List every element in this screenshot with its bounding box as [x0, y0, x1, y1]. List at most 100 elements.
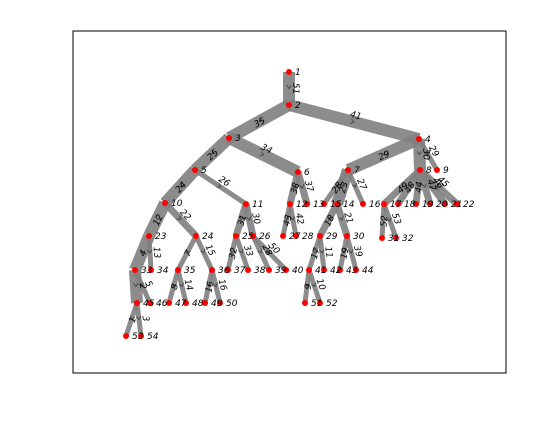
edge-label-6-13: 37: [302, 180, 315, 194]
node-label-24: 24: [202, 232, 214, 242]
edge-label-45-53: 1: [128, 316, 139, 325]
edge-label-33-46: 5: [142, 279, 154, 289]
edge-arrow-45-54: [135, 315, 142, 321]
edge-arrow-1-2: [286, 84, 292, 90]
edge-arrow-17-31: [380, 217, 386, 222]
edge-arrow-7-15: [335, 182, 340, 188]
node-label-32: 32: [402, 234, 414, 244]
node-29: [317, 233, 323, 239]
node-label-13: 13: [313, 200, 325, 210]
edge-arrow-5-10: [179, 182, 185, 188]
edge-arrow-11-26: [246, 216, 252, 221]
edge-arrow-29-41: [312, 249, 318, 254]
edge-label-7-16: 27: [354, 177, 368, 192]
edge-label-30-44: 39: [351, 245, 364, 259]
node-label-48: 48: [192, 299, 204, 309]
edge-arrow-29-42: [318, 249, 325, 254]
edge-arrow-12-27: [284, 216, 290, 221]
node-38: [245, 267, 251, 273]
node-42: [321, 267, 327, 273]
edge-label-45-54: 3: [140, 315, 151, 322]
edge-arrow-7-14: [340, 183, 346, 188]
node-label-23: 23: [155, 232, 167, 242]
node-12: [287, 201, 293, 207]
edge-arrow-8-20: [421, 183, 427, 188]
node-label-25: 25: [242, 232, 254, 242]
node-label-33: 33: [141, 266, 153, 276]
node-24: [193, 233, 199, 239]
edge-label-36-49: 16: [204, 280, 216, 294]
node-36: [209, 267, 215, 273]
node-9: [434, 167, 440, 173]
node-33: [132, 267, 138, 273]
edge-label-35-47: 8: [170, 283, 181, 291]
node-label-31: 31: [388, 234, 399, 244]
node-23: [146, 233, 152, 239]
node-label-43: 43: [346, 266, 358, 276]
edge-arrow-11-25: [239, 216, 245, 221]
node-3: [226, 135, 232, 141]
node-1: [286, 69, 292, 75]
edge-arrow-36-50: [212, 282, 218, 288]
edge-arrow-24-35: [186, 248, 191, 254]
node-label-44: 44: [362, 266, 374, 276]
edge-arrow-3-6: [259, 151, 265, 157]
edge-arrow-8-19: [415, 183, 422, 188]
node-52: [317, 300, 323, 306]
edge-arrow-36-49: [206, 282, 212, 288]
node-21: [442, 201, 448, 207]
node-53: [123, 333, 129, 339]
edge-arrow-26-40: [265, 248, 271, 254]
edge-arrow-4-7: [382, 150, 388, 156]
edge-arrow-6-13: [299, 184, 305, 189]
edge-arrow-5-11: [216, 183, 222, 188]
node-label-47: 47: [175, 299, 187, 309]
node-11: [243, 201, 249, 207]
edge-arrow-10-23: [155, 215, 161, 221]
edge-arrow-7-16: [351, 182, 357, 188]
node-label-39: 39: [275, 266, 287, 276]
node-label-1: 1: [295, 68, 301, 78]
edge-label-8-19: 44: [414, 181, 425, 194]
node-label-41: 41: [315, 266, 326, 276]
edge-label-23-34: 13: [151, 247, 162, 259]
edge-arrow-23-33: [140, 248, 146, 254]
node-label-15: 15: [330, 200, 342, 210]
node-32: [393, 235, 399, 241]
node-10: [162, 200, 168, 206]
node-51: [302, 300, 308, 306]
node-label-36: 36: [218, 266, 230, 276]
node-label-20: 20: [436, 200, 448, 210]
node-4: [416, 136, 422, 142]
node-label-9: 9: [443, 166, 449, 176]
edge-label-6-12: 38: [290, 181, 303, 195]
node-label-14: 14: [343, 200, 355, 210]
node-5: [192, 167, 198, 173]
edge-label-24-36: 15: [202, 243, 216, 258]
node-6: [295, 169, 301, 175]
node-19: [413, 201, 419, 207]
node-35: [175, 267, 181, 273]
edge-label-35-48: 14: [182, 278, 194, 292]
node-46: [147, 300, 153, 306]
edge-arrow-4-8: [416, 150, 423, 156]
node-label-46: 46: [156, 299, 168, 309]
node-28: [293, 233, 299, 239]
node-49: [202, 300, 208, 306]
node-16: [360, 201, 366, 207]
node-41: [306, 267, 312, 273]
edge-arrow-26-39: [257, 248, 263, 254]
edge-label-33-45: 2: [137, 283, 147, 290]
edge-arrow-24-36: [200, 248, 206, 254]
edge-arrow-3-5: [211, 149, 217, 155]
edge-label-23-33: 4: [138, 249, 150, 258]
edge-arrow-23-34: [147, 249, 153, 254]
node-label-26: 26: [259, 232, 271, 242]
node-8: [417, 167, 423, 173]
node-label-11: 11: [252, 200, 263, 210]
edge-arrow-8-22: [434, 182, 440, 188]
edge-arrow-14-30: [338, 216, 344, 221]
edge-label-14-29: 18: [323, 213, 337, 228]
